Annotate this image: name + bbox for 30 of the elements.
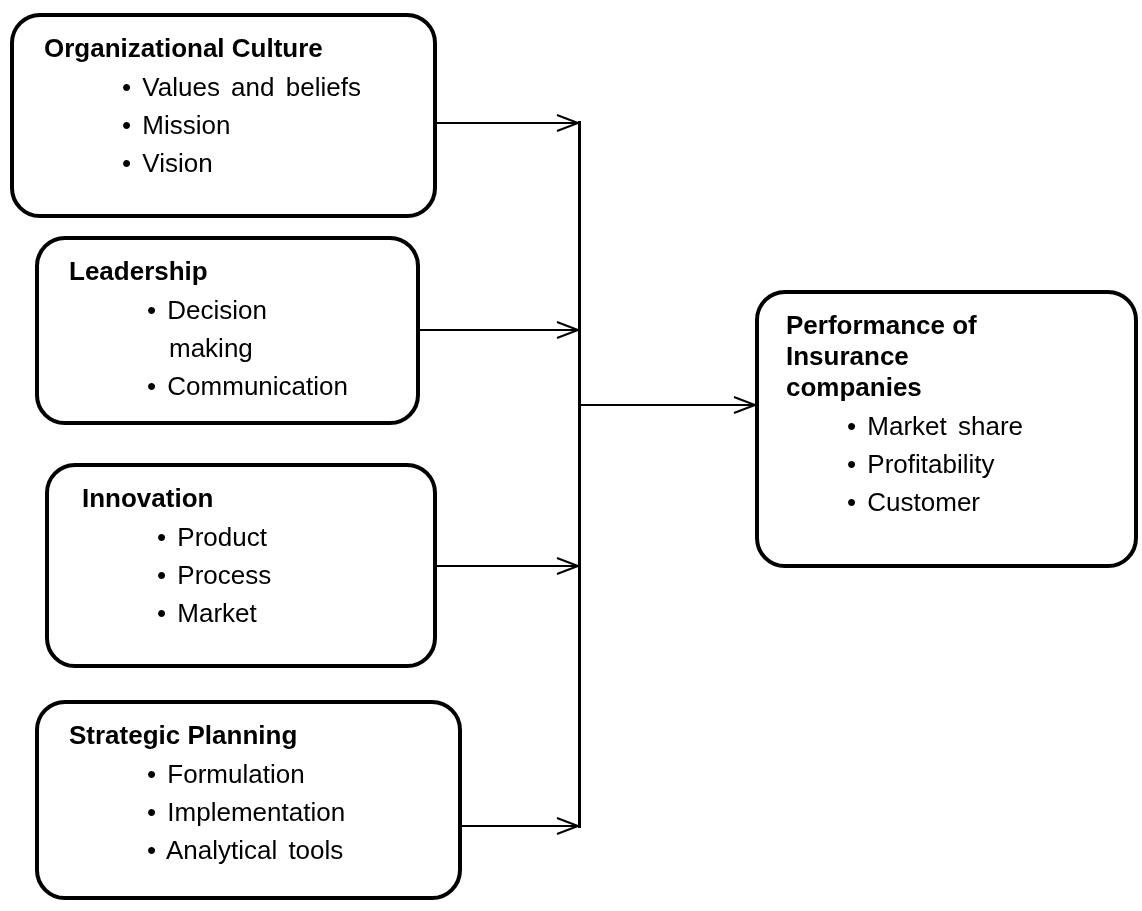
concept-box bbox=[35, 700, 462, 900]
bullet-item: • Process bbox=[157, 559, 273, 592]
bullet-item: • Market bbox=[157, 597, 258, 630]
box-heading: Strategic Planning bbox=[69, 720, 299, 751]
bullet-item: • Profitability bbox=[847, 448, 996, 481]
box-heading: Leadership bbox=[69, 256, 209, 287]
bullet-item: • Customer bbox=[847, 486, 982, 519]
box-heading: Organizational Culture bbox=[44, 33, 324, 64]
arrow bbox=[419, 321, 579, 339]
concept-box bbox=[35, 236, 420, 425]
concept-box bbox=[45, 463, 437, 668]
box-heading: Innovation bbox=[82, 483, 215, 514]
bullet-item: • Communication bbox=[147, 370, 349, 403]
junction-bar bbox=[578, 121, 581, 828]
concept-box bbox=[755, 290, 1138, 568]
bullet-item: • Vision bbox=[122, 147, 214, 180]
bullet-item: • Mission bbox=[122, 109, 232, 142]
bullet-item: • Values and beliefs bbox=[122, 71, 362, 104]
bullet-item: • Analytical tools bbox=[147, 834, 345, 867]
concept-box bbox=[10, 13, 437, 218]
arrow bbox=[580, 396, 756, 414]
bullet-item: • Formulation bbox=[147, 758, 306, 791]
arrow bbox=[436, 557, 579, 575]
box-heading: Performance of Insurance companies bbox=[786, 310, 978, 403]
bullet-item: • Product bbox=[157, 521, 268, 554]
bullet-item: • Market share bbox=[847, 410, 1025, 443]
bullet-item: • Decision making bbox=[147, 294, 269, 365]
bullet-item: • Implementation bbox=[147, 796, 347, 829]
arrow bbox=[461, 817, 579, 835]
arrow bbox=[436, 114, 579, 132]
